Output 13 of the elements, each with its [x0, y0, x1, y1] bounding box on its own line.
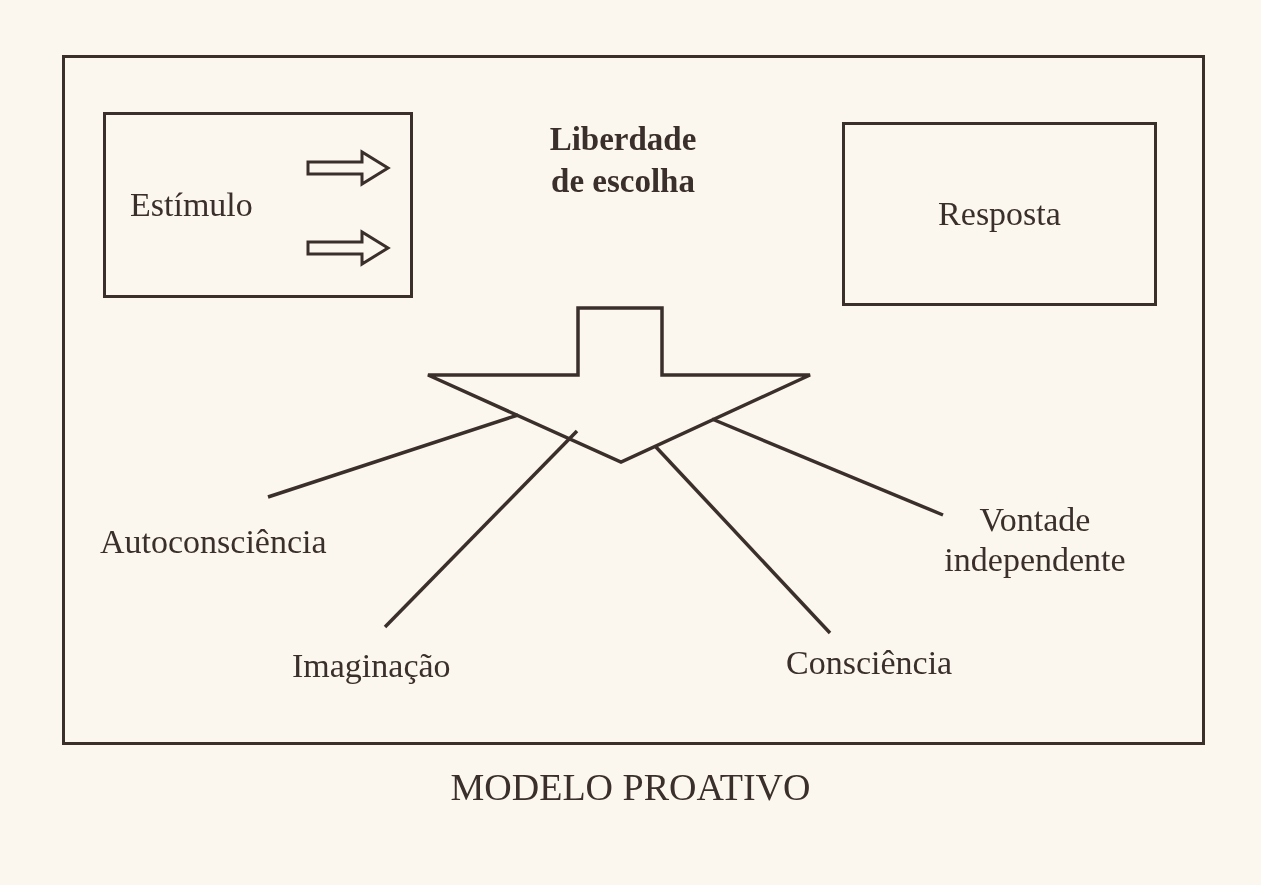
connector-line [267, 413, 519, 499]
node-label: Liberdade de escolha [533, 118, 713, 248]
process-box: Estímulo [103, 112, 413, 298]
node-label: Vontade independente [915, 500, 1155, 595]
frame-box [62, 55, 1205, 745]
node-label: Imaginação [292, 646, 512, 696]
connector-line [711, 417, 944, 517]
connector-line [383, 429, 579, 629]
caption: MODELO PROATIVO [449, 765, 812, 809]
node-label: Autoconsciência [100, 522, 400, 572]
process-box: Resposta [842, 122, 1157, 306]
node-label: Consciência [786, 643, 1011, 693]
connector-line [653, 444, 832, 635]
